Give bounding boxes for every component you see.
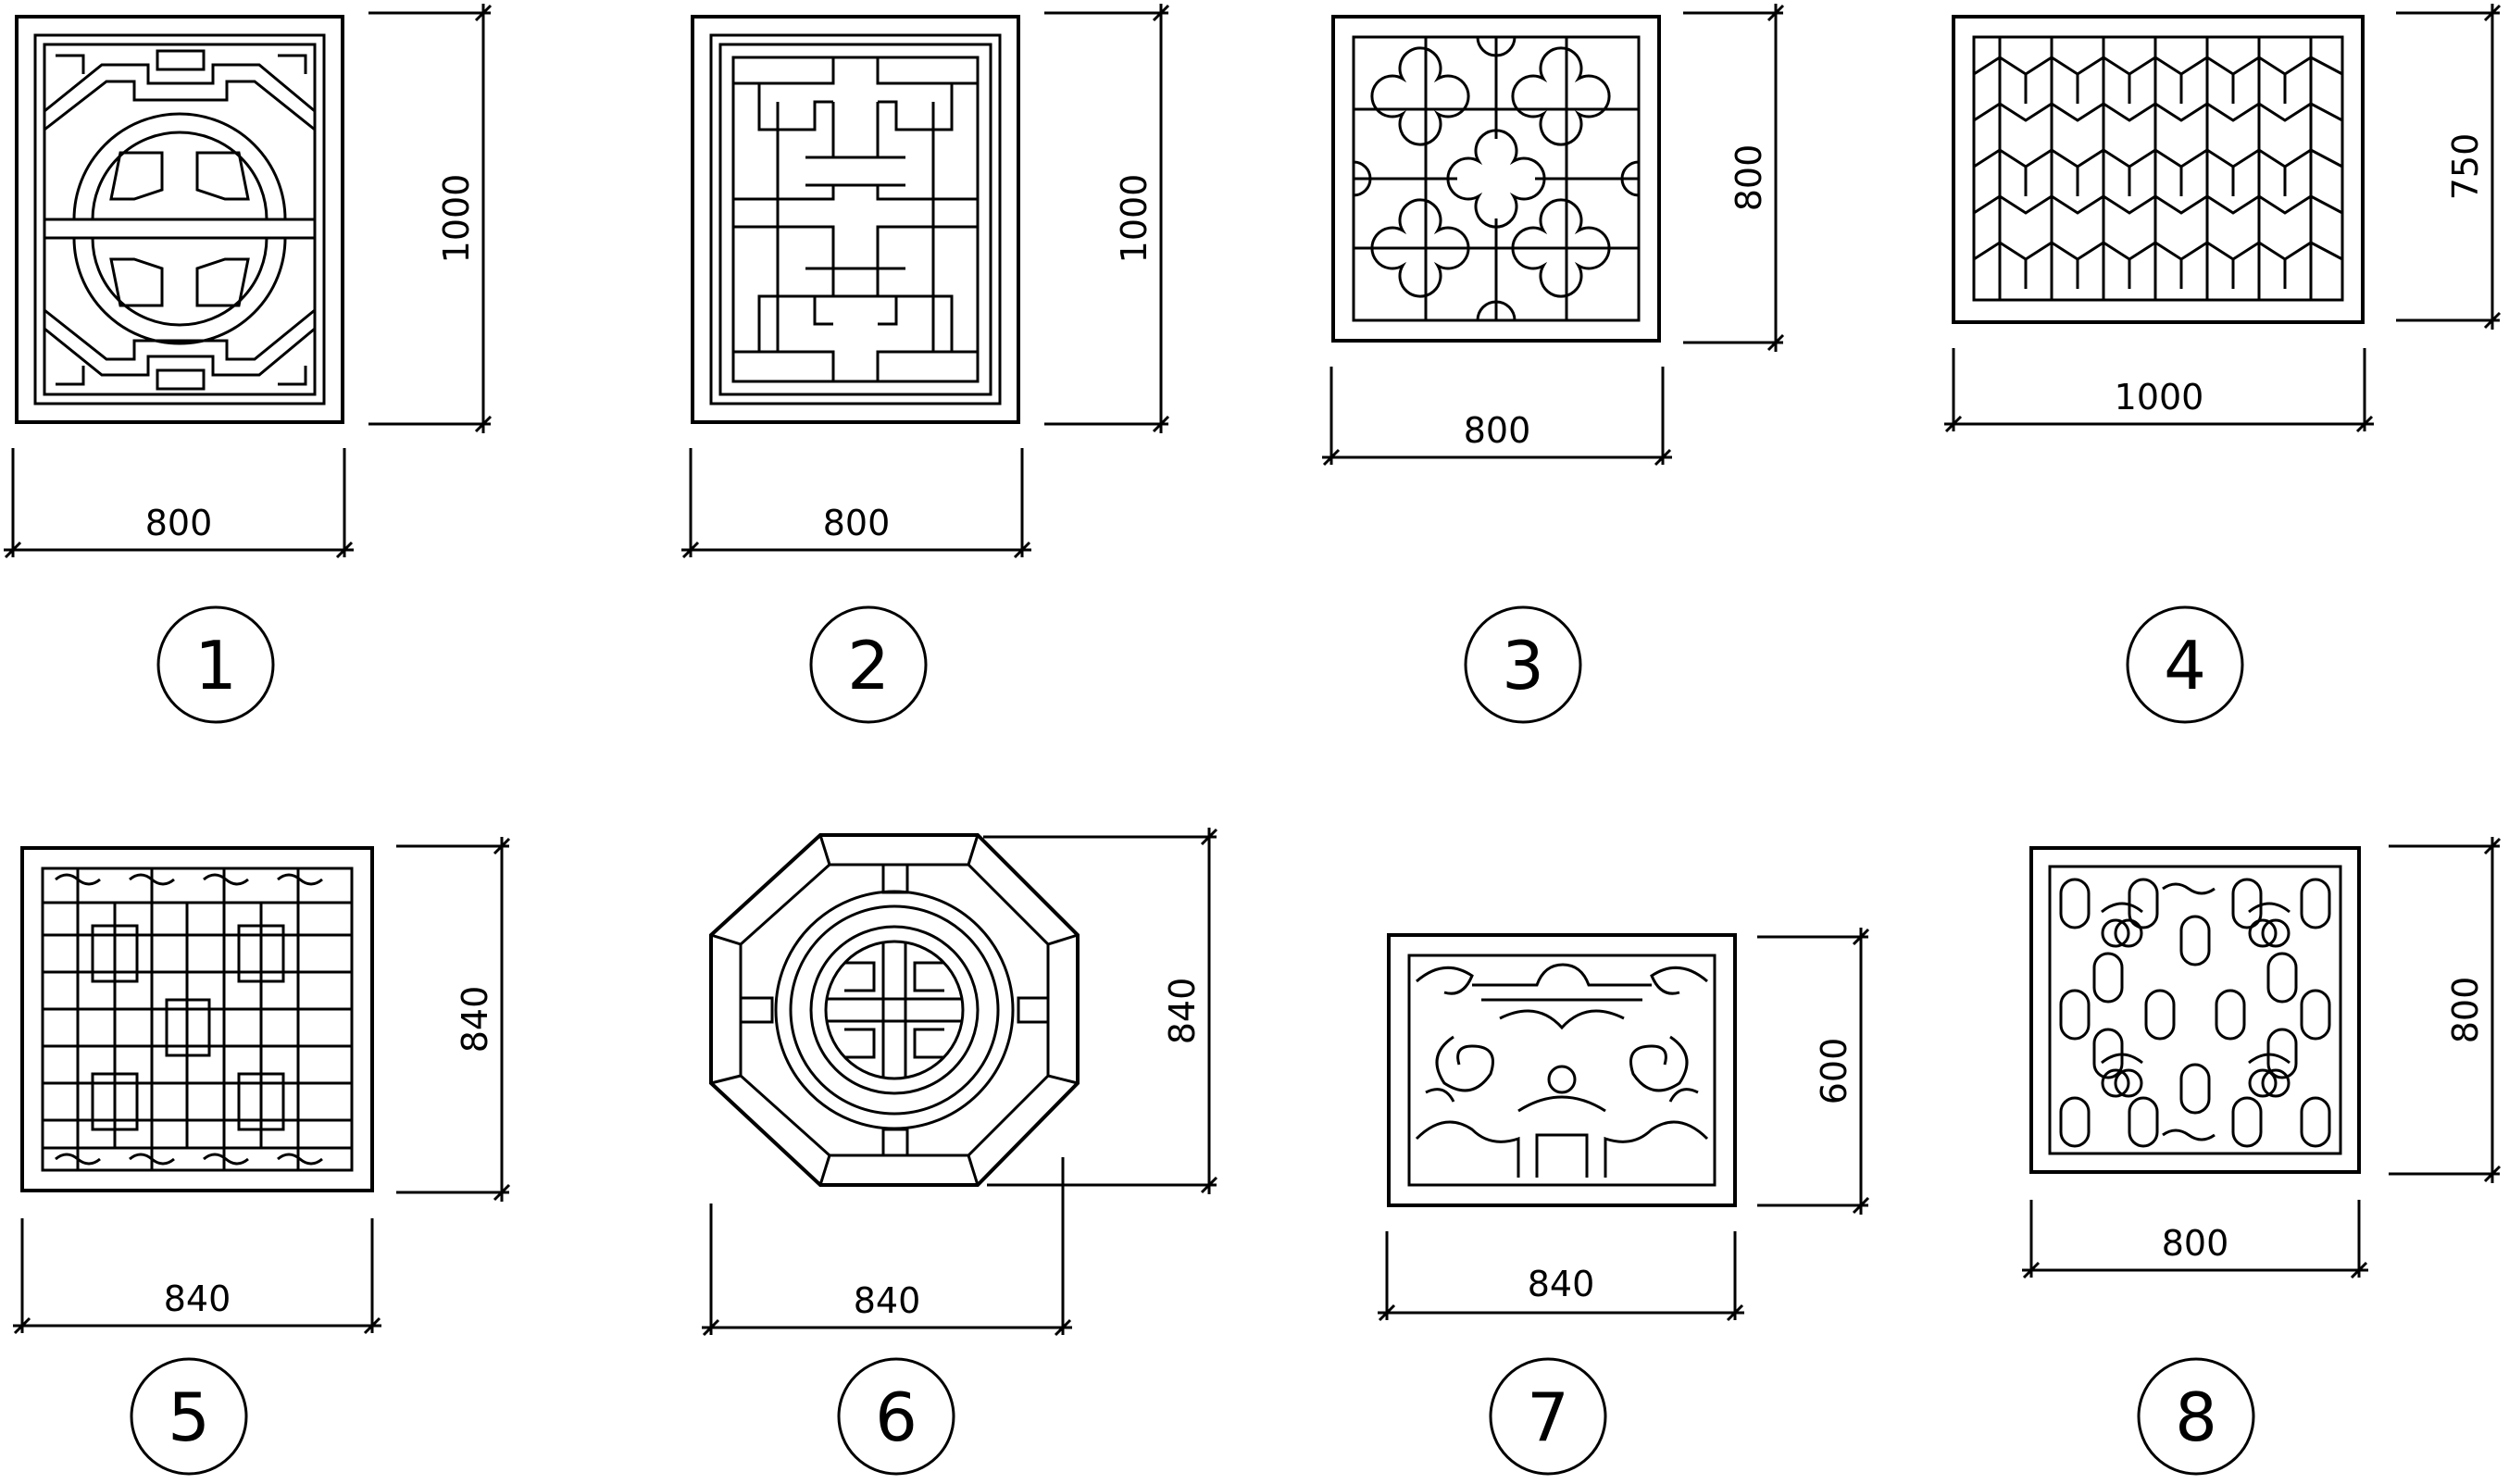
panel-3-quatrefoils bbox=[1353, 36, 1640, 321]
panel-7-scroll-carving bbox=[1415, 963, 1709, 1178]
panel-2-height-label: 1000 bbox=[1114, 174, 1155, 264]
panel-2-width-label: 800 bbox=[823, 503, 891, 543]
panel-6-number: 6 bbox=[875, 1378, 917, 1456]
panel-5: 840 840 5 bbox=[13, 837, 511, 1476]
panel-7-height-label: 600 bbox=[1814, 1038, 1854, 1105]
panel-2-number: 2 bbox=[847, 627, 890, 705]
panel-1-width-label: 800 bbox=[145, 503, 213, 543]
panel-6-number-marker: 6 bbox=[837, 1357, 955, 1476]
panel-6-window bbox=[709, 833, 1080, 1187]
panel-1-number: 1 bbox=[194, 627, 237, 705]
panel-7: 840 600 7 bbox=[1378, 928, 1870, 1476]
panel-8-width-dimension: 800 bbox=[2022, 1200, 2368, 1279]
panel-3-width-label: 800 bbox=[1464, 410, 1531, 451]
panel-8-window bbox=[2029, 846, 2361, 1174]
panel-1: 800 1000 1 bbox=[4, 4, 493, 724]
panel-5-height-label: 840 bbox=[455, 986, 495, 1054]
panel-5-width-label: 840 bbox=[164, 1278, 231, 1319]
panel-4-cube-lattice bbox=[1973, 37, 2343, 300]
panel-4-width-label: 1000 bbox=[2115, 377, 2204, 418]
panel-1-width-dimension: 800 bbox=[4, 448, 354, 559]
panel-7-width-dimension: 840 bbox=[1378, 1231, 1744, 1322]
panel-2-window bbox=[691, 15, 1020, 424]
panel-7-window bbox=[1387, 933, 1737, 1207]
panel-6-width-dimension: 840 bbox=[702, 1157, 1072, 1337]
panel-3-number-marker: 3 bbox=[1464, 605, 1582, 724]
panel-1-height-dimension: 1000 bbox=[368, 4, 493, 433]
panel-3: 800 800 3 bbox=[1322, 4, 1785, 724]
panel-8-coin-motifs bbox=[2101, 882, 2291, 1141]
panel-8: 800 800 8 bbox=[2022, 837, 2502, 1476]
panel-4-window bbox=[1952, 15, 2365, 324]
panel-3-height-dimension: 800 bbox=[1683, 4, 1785, 352]
panel-8-width-label: 800 bbox=[2162, 1223, 2229, 1264]
panel-4-number: 4 bbox=[2164, 627, 2206, 705]
panel-6: 840 840 6 bbox=[702, 828, 1218, 1476]
panel-4-width-dimension: 1000 bbox=[1944, 348, 2374, 433]
panel-5-number: 5 bbox=[168, 1378, 210, 1456]
panel-4: 1000 750 4 bbox=[1944, 4, 2502, 724]
panel-1-window bbox=[15, 15, 344, 424]
panel-4-height-label: 750 bbox=[2445, 133, 2486, 201]
panel-5-cross-lattice bbox=[43, 868, 352, 1170]
panel-4-number-marker: 4 bbox=[2126, 605, 2244, 724]
panel-6-longevity-medallion bbox=[774, 890, 1015, 1130]
panel-7-width-label: 840 bbox=[1528, 1264, 1595, 1304]
panel-2-height-dimension: 1000 bbox=[1044, 4, 1170, 433]
panel-2: 800 1000 2 bbox=[681, 4, 1170, 724]
panel-7-height-dimension: 600 bbox=[1757, 928, 1870, 1215]
panel-3-width-dimension: 800 bbox=[1322, 367, 1672, 467]
panel-8-number-marker: 8 bbox=[2137, 1357, 2255, 1476]
panel-8-oval-grid bbox=[2059, 878, 2331, 1148]
panel-8-height-label: 800 bbox=[2445, 977, 2486, 1044]
panel-1-height-label: 1000 bbox=[436, 174, 477, 264]
panel-8-height-dimension: 800 bbox=[2389, 837, 2502, 1183]
panel-6-width-label: 840 bbox=[854, 1280, 921, 1321]
panel-2-number-marker: 2 bbox=[809, 605, 928, 724]
panel-2-width-dimension: 800 bbox=[681, 448, 1031, 559]
panel-5-window bbox=[20, 846, 374, 1192]
panel-3-window bbox=[1331, 15, 1661, 343]
panel-4-height-dimension: 750 bbox=[2396, 4, 2502, 330]
panel-8-number: 8 bbox=[2175, 1378, 2217, 1456]
panel-6-height-label: 840 bbox=[1162, 978, 1203, 1045]
panel-5-number-marker: 5 bbox=[130, 1357, 248, 1476]
panel-7-number-marker: 7 bbox=[1489, 1357, 1607, 1476]
panel-3-number: 3 bbox=[1502, 627, 1544, 705]
panel-1-number-marker: 1 bbox=[156, 605, 275, 724]
panel-5-width-dimension: 840 bbox=[13, 1218, 381, 1335]
panel-6-height-dimension: 840 bbox=[983, 828, 1218, 1194]
panel-3-height-label: 800 bbox=[1729, 144, 1769, 212]
panel-5-height-dimension: 840 bbox=[396, 837, 511, 1202]
panel-7-number: 7 bbox=[1527, 1378, 1569, 1456]
